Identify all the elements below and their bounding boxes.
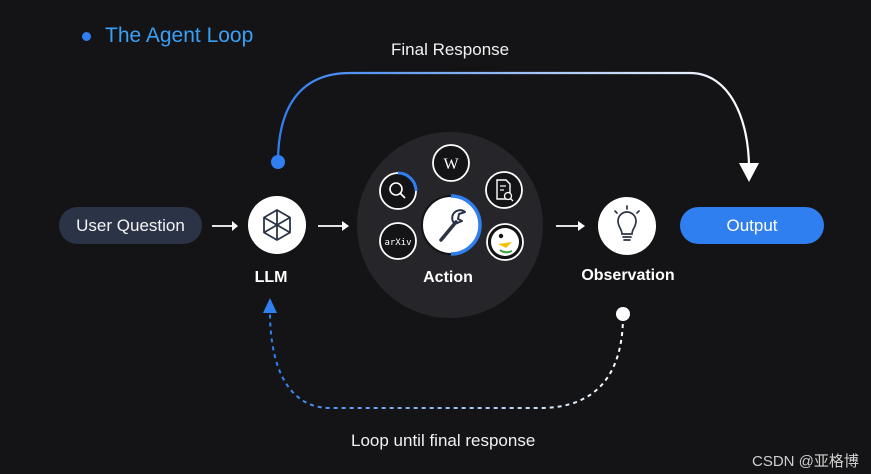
final-response-arrow bbox=[271, 71, 759, 182]
svg-text:arXiv: arXiv bbox=[384, 238, 411, 248]
action-node: W arXiv bbox=[357, 132, 543, 318]
wrench-icon bbox=[421, 194, 482, 256]
arxiv-icon: arXiv bbox=[379, 222, 417, 260]
llm-label: LLM bbox=[254, 269, 288, 286]
diagram-title: The Agent Loop bbox=[82, 24, 253, 48]
lightbulb-icon bbox=[614, 205, 640, 241]
loop-label: Loop until final response bbox=[351, 431, 536, 450]
final-response-label: Final Response bbox=[391, 40, 510, 59]
search-icon bbox=[379, 171, 418, 210]
title-bullet bbox=[82, 31, 91, 41]
document-search-icon bbox=[485, 171, 523, 209]
user-question-pill: User Question bbox=[59, 207, 202, 244]
action-label: Action bbox=[423, 269, 473, 286]
output-pill: Output bbox=[680, 207, 824, 244]
observation-node bbox=[598, 197, 656, 255]
svg-text:W: W bbox=[443, 156, 459, 173]
arrow-user-to-llm bbox=[212, 221, 238, 231]
llm-cube-icon bbox=[263, 209, 291, 241]
llm-node bbox=[248, 196, 306, 254]
watermark: CSDN @亚格博 bbox=[752, 453, 859, 470]
observation-label: Observation bbox=[581, 267, 675, 284]
title-text: The Agent Loop bbox=[105, 24, 254, 47]
arrow-action-to-observation bbox=[556, 221, 585, 231]
duckduckgo-icon bbox=[486, 223, 524, 261]
arrow-llm-to-action bbox=[318, 221, 349, 231]
loop-arrow bbox=[263, 298, 630, 409]
wikipedia-icon: W bbox=[432, 144, 470, 182]
